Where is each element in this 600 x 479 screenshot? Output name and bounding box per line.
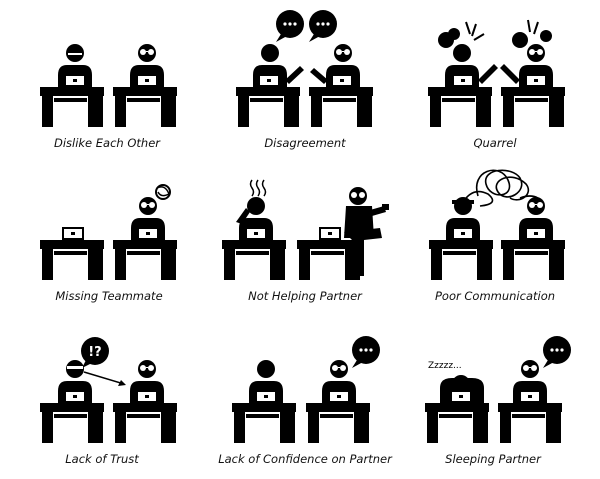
laptop-icon: [319, 227, 341, 240]
caption-lack-of-confidence-on-partner: Lack of Confidence on Partner: [218, 452, 392, 466]
speech-bubble-icon: [352, 336, 380, 368]
pointing-arm: [310, 68, 328, 84]
panel-sleeping-partner: Zzzzz...: [425, 336, 571, 443]
desk-right: [113, 240, 177, 280]
caption-not-helping-partner: Not Helping Partner: [248, 289, 362, 303]
desk-left: [236, 87, 300, 127]
desk-right: [297, 240, 361, 280]
desk-right: [306, 403, 370, 443]
laptop-icon: [525, 227, 547, 240]
coffee-cup-icon: [382, 204, 389, 210]
panel-disagreement: [236, 10, 373, 127]
laptop-icon: [245, 227, 267, 240]
desk-right: [501, 240, 565, 280]
laptop-icon: [328, 390, 350, 403]
laptop-icon: [62, 227, 84, 240]
desk-empty: [40, 240, 104, 280]
caption-sleeping-partner: Sleeping Partner: [445, 452, 541, 466]
frown-mark: [68, 53, 82, 55]
laptop-icon: [452, 74, 474, 87]
desk-right: [309, 87, 373, 127]
laptop-icon: [137, 227, 159, 240]
panel-not-helping-partner: [222, 179, 389, 280]
desk-left: [429, 240, 493, 280]
panel-missing-teammate: [40, 184, 177, 280]
caption-disagreement: Disagreement: [264, 136, 346, 150]
laptop-icon: [525, 74, 547, 87]
doubt-bubble: [81, 337, 109, 365]
desk-left: [40, 403, 104, 443]
caption-missing-teammate: Missing Teammate: [55, 289, 163, 303]
speech-bubble-icon: [309, 10, 337, 42]
anger-icon: [438, 21, 485, 48]
tangled-thoughts-icon: [155, 184, 171, 200]
laptop-icon: [255, 390, 277, 403]
desk-right: [501, 87, 565, 127]
pointing-arm: [285, 66, 304, 84]
head-in-hands-arm: [236, 208, 250, 224]
doubt-text: !?: [88, 345, 101, 360]
panel-lack-of-trust: !?: [40, 337, 177, 443]
panel-dislike-each-other: [40, 44, 177, 127]
panel-lack-of-confidence-on-partner: [232, 336, 380, 443]
laptop-icon: [452, 227, 474, 240]
laptop-icon: [450, 390, 472, 403]
caption-lack-of-trust: Lack of Trust: [65, 452, 139, 466]
desk-left: [222, 240, 286, 280]
stress-steam-icon: [249, 179, 267, 197]
anger-icon: [512, 19, 552, 48]
laptop-icon: [136, 390, 158, 403]
pointing-arm: [500, 64, 520, 84]
suspicious-gaze-arrow: [83, 371, 125, 385]
desk-left: [40, 87, 104, 127]
suspicious-eyes: [67, 366, 83, 369]
laptop-icon: [136, 74, 158, 87]
partner-sitting-on-desk: [344, 187, 389, 276]
desk-right: [498, 403, 562, 443]
hat: [452, 200, 474, 204]
laptop-icon: [64, 74, 86, 87]
snore-text: Zzzzz...: [428, 361, 462, 371]
caption-poor-communication: Poor Communication: [434, 289, 556, 303]
desk-left: [428, 87, 492, 127]
laptop-icon: [258, 74, 280, 87]
speech-bubble-icon: [543, 336, 571, 368]
speech-bubble-icon: [276, 10, 304, 42]
desk-left: [232, 403, 296, 443]
desk-right: [113, 87, 177, 127]
pointing-arm: [478, 64, 498, 84]
desk-right: [113, 403, 177, 443]
caption-dislike-each-other: Dislike Each Other: [53, 136, 161, 150]
caption-quarrel: Quarrel: [473, 136, 517, 150]
panel-poor-communication: [429, 169, 565, 280]
laptop-icon: [519, 390, 541, 403]
panel-quarrel: [428, 19, 565, 127]
desk-left: [425, 403, 489, 443]
laptop-icon: [64, 390, 86, 403]
laptop-icon: [331, 74, 353, 87]
